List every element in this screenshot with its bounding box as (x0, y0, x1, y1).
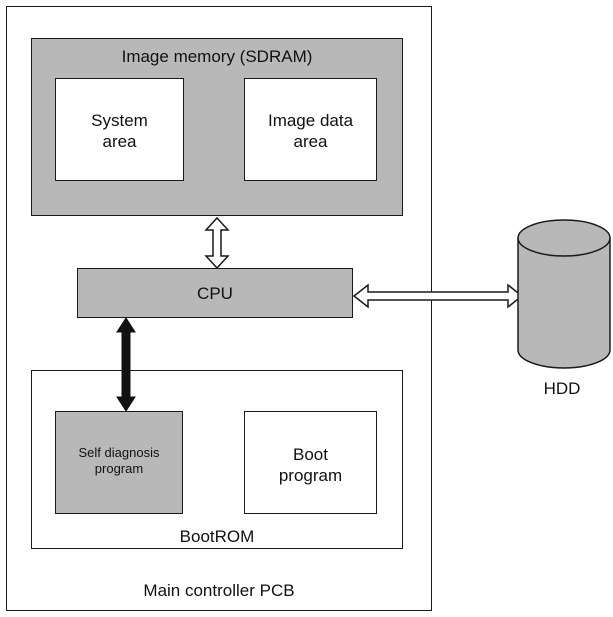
cpu-label: CPU (197, 284, 233, 303)
system-area (55, 78, 184, 181)
image-data-area (244, 78, 377, 181)
self-diagnosis-label: Self diagnosis program (78, 445, 160, 477)
cpu-selfdiag-arrow (116, 317, 136, 412)
sdram-label: Image memory (SDRAM) (121, 47, 313, 66)
cpu-block (77, 268, 353, 318)
sdram-cpu-arrow (204, 216, 230, 270)
hdd-cylinder-icon (517, 219, 611, 369)
self-diagnosis-program (55, 411, 183, 514)
cpu-hdd-arrow (352, 283, 524, 309)
image-data-area-label: Image data area (267, 111, 354, 152)
hdd-label: HDD (543, 379, 581, 398)
pcb-label: Main controller PCB (143, 581, 295, 600)
system-area-label: System area (91, 111, 148, 152)
boot-program-label: Boot program (278, 445, 343, 486)
boot-program (244, 411, 377, 514)
bootrom-label: BootROM (179, 527, 255, 546)
